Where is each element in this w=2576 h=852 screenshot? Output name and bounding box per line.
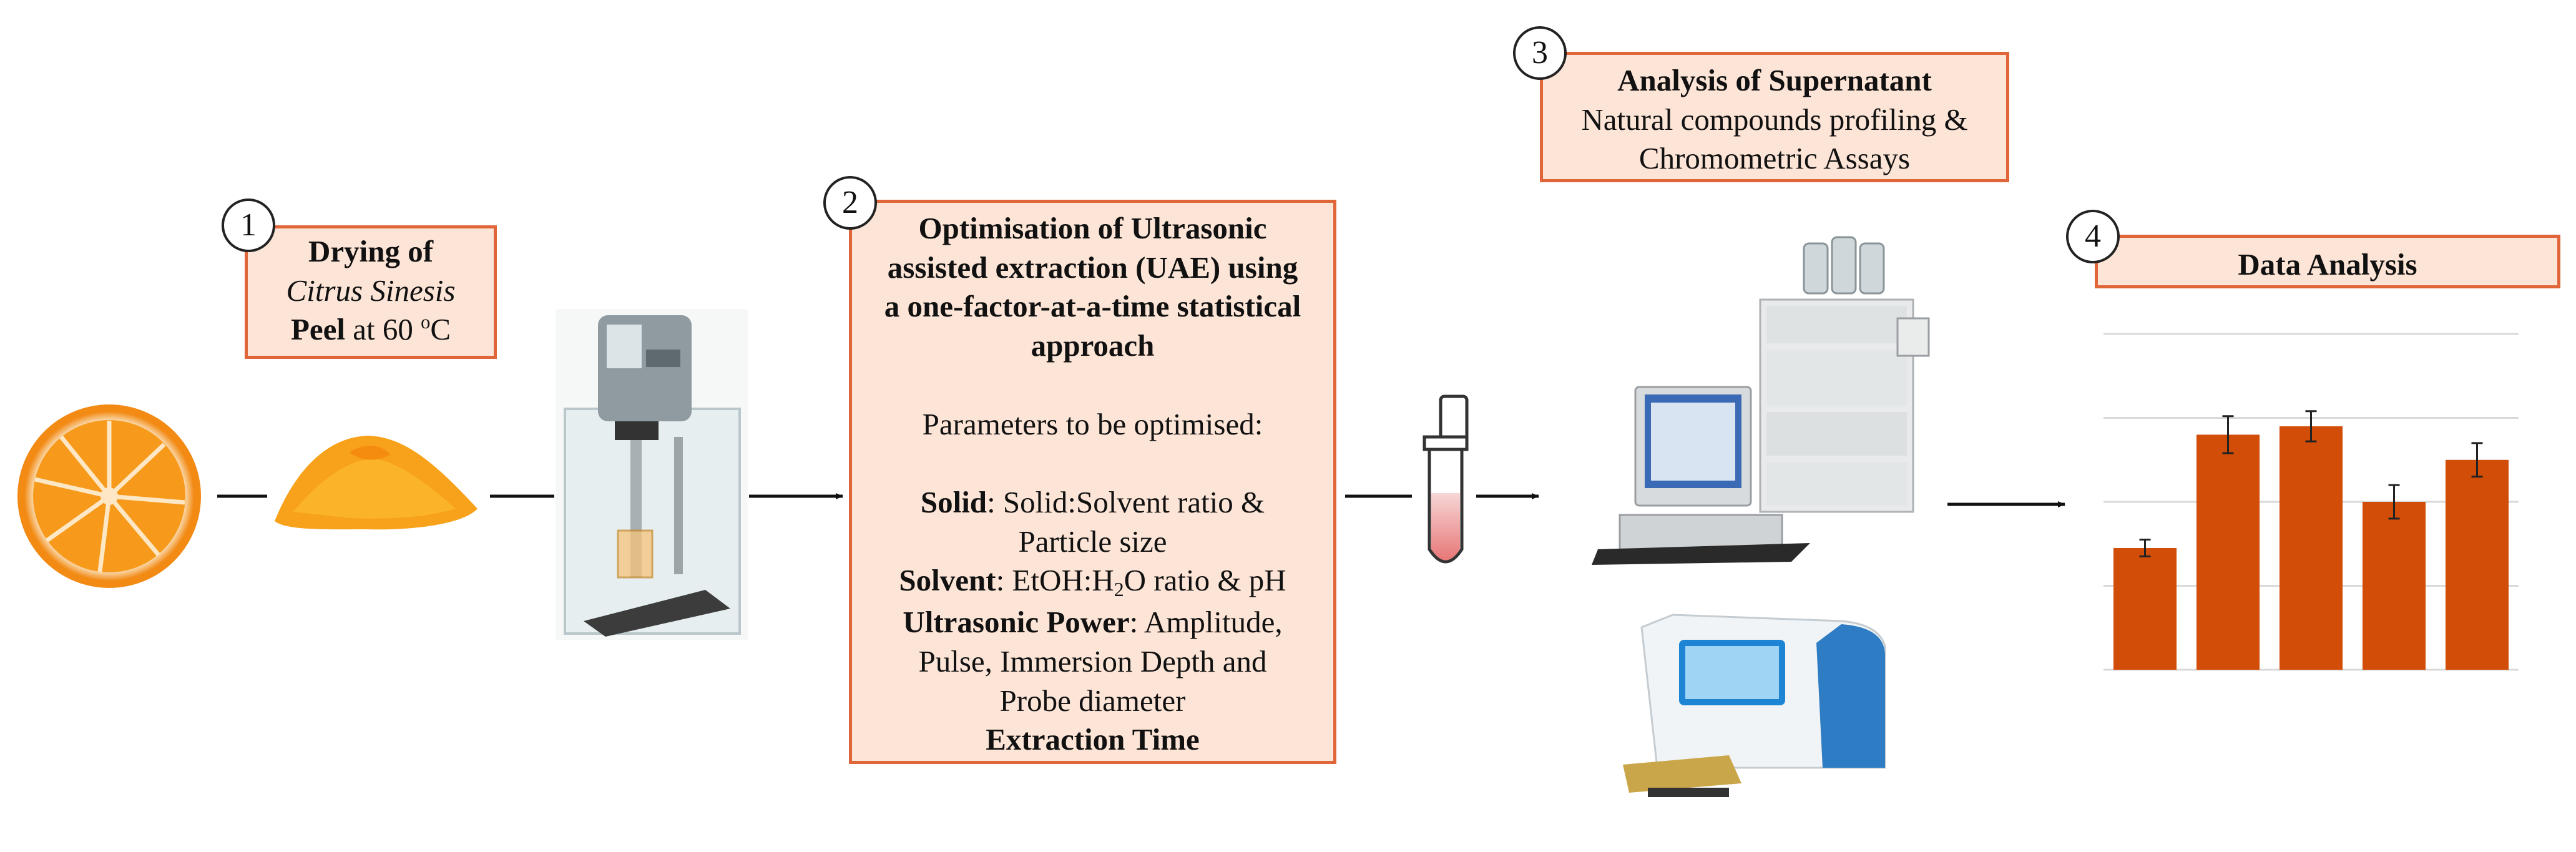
step-text: C [430, 312, 451, 347]
step-text: Probe diameter [999, 683, 1186, 718]
step-text: Particle size [1018, 524, 1167, 559]
step-text: a one-factor-at-a-time statistical [884, 289, 1301, 324]
step1-line: Citrus Sinesis [248, 272, 494, 311]
bar-chart-icon [2103, 333, 2519, 671]
step-text: Ultrasonic Power [903, 605, 1130, 640]
step-text: Extraction Time [986, 722, 1200, 757]
step-text: assisted extraction (UAE) using [887, 250, 1298, 285]
step-text: 2 [1114, 579, 1124, 601]
step3-line: Natural compounds profiling & [1543, 100, 2006, 140]
step3-line: Analysis of Supernatant [1543, 61, 2006, 100]
chart-error-bar [2139, 539, 2151, 557]
hplc-system-icon [1592, 236, 1930, 565]
step-text: Pulse, Immersion Depth and [918, 644, 1267, 678]
step2-line: assisted extraction (UAE) using [852, 248, 1333, 288]
step4-number: 4 [2066, 210, 2120, 263]
step-text: Chromometric Assays [1638, 141, 1911, 176]
step2-line: Optimisation of Ultrasonic [852, 209, 1333, 248]
step2-line: approach [852, 326, 1333, 366]
step-text: Optimisation of Ultrasonic [918, 211, 1267, 245]
sample-tube-icon [1423, 394, 1469, 564]
step-text: O ratio & pH [1124, 563, 1286, 598]
step2-number: 2 [823, 176, 877, 230]
orange-powder-icon [275, 436, 477, 530]
step2-line: Solvent: EtOH:H2O ratio & pH [852, 561, 1333, 603]
step-text: Analysis of Supernatant [1617, 63, 1932, 97]
step2-line: Pulse, Immersion Depth and [852, 642, 1333, 682]
orange-slice-icon [17, 404, 201, 588]
chart-error-bar [2471, 442, 2483, 478]
step-text: Solvent [899, 563, 996, 598]
step4-box: Data Analysis [2095, 235, 2560, 288]
step-text: approach [1031, 328, 1155, 363]
chart-error-bar [2222, 415, 2234, 454]
step-text: at 60 [345, 312, 421, 347]
ultrasonic-processor-icon [556, 309, 748, 640]
chart-bar [2445, 459, 2509, 670]
step2-line: Parameters to be optimised: [852, 405, 1333, 444]
step-text: Solid [920, 485, 987, 520]
step-text: Data Analysis [2238, 247, 2417, 282]
step-text: : Solid:Solvent ratio & [987, 485, 1265, 520]
step3-line: Chromometric Assays [1543, 139, 2006, 179]
chart-bar [2113, 547, 2177, 670]
step2-line: Particle size [852, 522, 1333, 562]
chart-error-bar [2305, 410, 2317, 443]
step1-number: 1 [222, 198, 275, 252]
step-text: Peel [290, 312, 346, 347]
step-text: Natural compounds profiling & [1581, 102, 1968, 137]
step2-line: Ultrasonic Power: Amplitude, [852, 603, 1333, 642]
chart-error-bar [2388, 484, 2400, 520]
step2-line: Extraction Time [852, 720, 1333, 760]
step1-line: Drying of [248, 232, 494, 272]
step-text: Parameters to be optimised: [922, 406, 1263, 441]
step-text: Drying of [308, 234, 434, 268]
flow-connectors [217, 493, 2065, 507]
step2-line: Solid: Solid:Solvent ratio & [852, 483, 1333, 522]
microplate-reader-icon [1623, 614, 1886, 797]
step2-line: a one-factor-at-a-time statistical [852, 287, 1333, 326]
chart-bar [2362, 502, 2426, 670]
chart-bar [2279, 426, 2343, 670]
chart-bar [2196, 434, 2260, 670]
step4-line: Data Analysis [2098, 245, 2557, 285]
step-text: o [421, 311, 431, 333]
step1-line: Peel at 60 oC [248, 310, 494, 350]
step2-line: Probe diameter [852, 682, 1333, 721]
step-text: : EtOH:H [996, 563, 1114, 598]
step-text: Citrus Sinesis [286, 273, 456, 308]
step-text: : Amplitude, [1129, 605, 1283, 640]
step3-number: 3 [1513, 26, 1567, 80]
step2-box: Optimisation of Ultrasonic assisted extra… [849, 200, 1336, 764]
